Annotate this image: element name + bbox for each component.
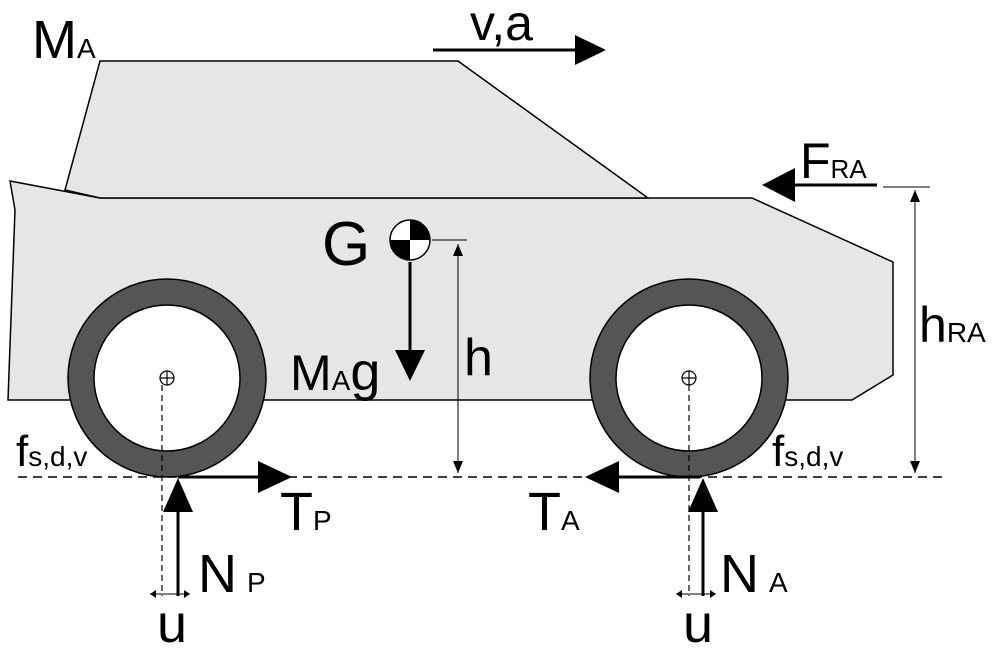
label-rolling-resistance-left: fs,d,v [16,427,87,476]
normal-rear-arrow [163,478,193,596]
traction-rear-arrow [178,461,292,493]
aero-force-arrow [762,168,877,202]
offset-front-dimension [676,590,716,598]
label-rolling-resistance-right: fs,d,v [772,427,843,476]
cg-symbol [389,219,431,261]
label-traction-front: TA [528,482,580,542]
front-wheel [589,278,789,478]
label-cg-height: h [464,329,493,387]
car-cabin [64,60,651,199]
label-aero-height: hRA [919,297,986,353]
weight-arrow [395,262,425,381]
label-aero-force: FRA [800,133,867,189]
label-vehicle-mass: MA [32,10,96,70]
label-cg: G [322,210,370,279]
label-offset-front: u [683,594,713,650]
label-traction-rear: TP [280,482,332,542]
traction-front-arrow [585,461,700,493]
cg-height-dimension [432,239,467,473]
label-velocity-accel: v,a [470,0,533,51]
aero-height-dimension [883,186,930,473]
normal-front-arrow [688,478,718,596]
rear-wheel [67,278,267,478]
velocity-arrow [433,35,606,65]
offset-rear-dimension [150,590,190,598]
label-offset-rear: u [157,594,187,650]
label-weight: MAg [290,342,380,402]
